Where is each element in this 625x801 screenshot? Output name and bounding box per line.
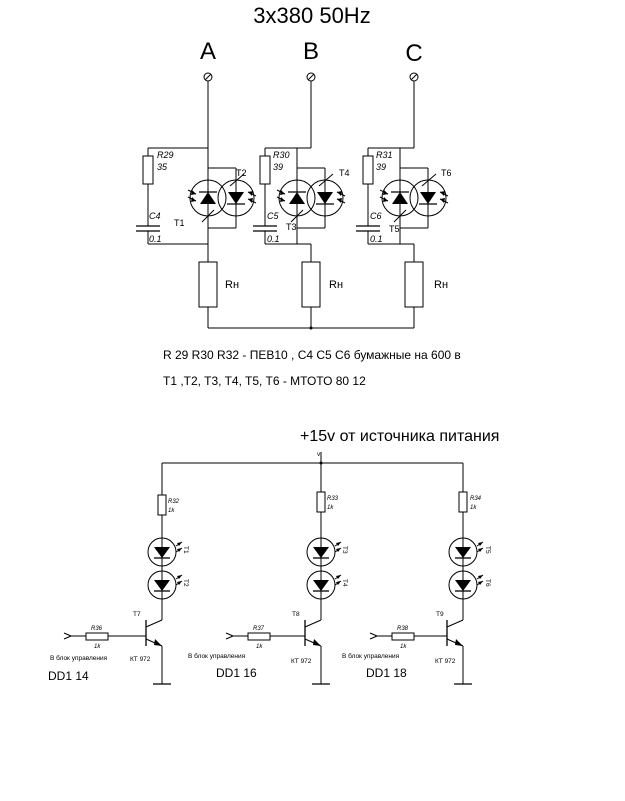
phase-a: A R29 35 C4 0.1 T1 T2 Rн <box>136 38 257 328</box>
t1-label: T1 <box>174 218 185 228</box>
load-c-label: Rн <box>434 279 448 291</box>
phase-c: C R31 39 C6 0.1 T5 T6 Rн <box>356 40 452 328</box>
t5-label: T5 <box>389 224 400 234</box>
t9-model: КТ 972 <box>435 658 456 665</box>
resistor-r36 <box>85 632 109 641</box>
r38-value: 1k <box>400 644 407 650</box>
load-b-label: Rн <box>329 279 343 291</box>
t9-label: T9 <box>436 611 444 618</box>
r34-label: R34 <box>470 496 482 502</box>
led-1a-label: T1 <box>182 546 189 554</box>
r33-value: 1k <box>327 505 334 511</box>
r29-value: 35 <box>157 162 168 172</box>
diagram-title: 3x380 50Hz <box>253 3 370 28</box>
load-a-label: Rн <box>225 279 239 291</box>
t7-model: КТ 972 <box>130 656 151 663</box>
c6-value: 0.1 <box>370 234 383 244</box>
input-2-arrow-icon <box>225 632 234 637</box>
r33-label: R33 <box>327 496 339 502</box>
c5-label: C5 <box>267 211 279 221</box>
t8-label: T8 <box>292 611 300 618</box>
supply-node-label: v <box>317 451 321 458</box>
driver-1: R32 1k T1 T2 T7 КТ 972 R36 1k В блок упр… <box>48 463 189 685</box>
dd-3-label: DD1 18 <box>366 666 407 680</box>
led-2b-label: T4 <box>341 579 348 587</box>
t3-label: T3 <box>286 222 297 232</box>
r29-label: R29 <box>157 150 174 160</box>
phase-c-label: C <box>405 40 422 67</box>
notes-line-2: T1 ,T2, T3, T4, T5, T6 - МТОТО 80 12 <box>163 374 366 388</box>
led-2a-label: T3 <box>341 546 348 554</box>
led-2b-icon <box>306 570 342 600</box>
r30-label: R30 <box>273 150 290 160</box>
load-resistor-b <box>301 261 321 308</box>
led-3b-icon <box>448 570 484 600</box>
c6-label: C6 <box>370 211 382 221</box>
driver-3: R34 1k T5 T6 T9 КТ 972 R38 1k В блок упр… <box>342 463 491 685</box>
notes-line-1: R 29 R30 R32 - ПЕВ10 , C4 C5 C6 бумажные… <box>163 348 461 362</box>
dd-1-label: DD1 14 <box>48 669 89 683</box>
resistor-r30 <box>259 155 271 185</box>
led-2a-icon <box>306 537 342 567</box>
optothyristor-pair-b <box>276 167 346 229</box>
led-1b-label: T2 <box>182 579 189 587</box>
r30-value: 39 <box>273 162 283 172</box>
t7-label: T7 <box>133 611 141 618</box>
driver-2: R33 1k T3 T4 T8 КТ 972 R37 1k В блок упр… <box>188 463 348 685</box>
input-1-arrow-icon <box>63 632 72 637</box>
input-2-label: В блок управления <box>188 652 246 660</box>
input-3-arrow-icon <box>369 632 378 637</box>
resistor-r32 <box>157 494 167 516</box>
resistor-r31 <box>362 155 374 185</box>
r37-label: R37 <box>253 626 265 632</box>
r31-value: 39 <box>376 162 386 172</box>
led-1b-icon <box>147 570 183 600</box>
t6-label: T6 <box>441 168 452 178</box>
phase-b-label: B <box>303 38 319 65</box>
phase-a-label: A <box>200 38 216 65</box>
resistor-r34 <box>458 491 468 513</box>
optothyristor-pair-c <box>379 167 449 229</box>
c5-value: 0.1 <box>267 234 280 244</box>
resistor-r37 <box>247 632 271 641</box>
input-3-label: В блок управления <box>342 652 400 660</box>
t2-label: T2 <box>236 168 247 178</box>
r34-value: 1k <box>470 505 477 511</box>
r37-value: 1k <box>256 644 263 650</box>
input-1-label: В блок управления <box>50 654 108 662</box>
phase-b: B R30 39 C5 0.1 T3 T4 Rн <box>253 38 350 328</box>
r32-value: 1k <box>168 508 175 514</box>
c4-value: 0.1 <box>149 234 162 244</box>
dd-2-label: DD1 16 <box>216 666 257 680</box>
load-resistor-a <box>198 261 218 308</box>
r32-label: R32 <box>168 499 180 505</box>
t4-label: T4 <box>339 168 350 178</box>
resistor-r29 <box>142 155 154 185</box>
t8-model: КТ 972 <box>291 658 312 665</box>
r31-label: R31 <box>376 150 393 160</box>
led-1a-icon <box>147 537 183 567</box>
led-3a-icon <box>448 537 484 567</box>
c4-label: C4 <box>149 211 161 221</box>
resistor-r38 <box>391 632 415 641</box>
led-3b-label: T6 <box>484 579 491 587</box>
resistor-r33 <box>316 491 326 513</box>
r36-label: R36 <box>91 626 103 632</box>
r38-label: R38 <box>397 626 409 632</box>
supply-label: +15v от источника питания <box>300 428 499 445</box>
load-resistor-c <box>404 261 424 308</box>
led-3a-label: T5 <box>484 546 491 554</box>
r36-value: 1k <box>94 644 101 650</box>
